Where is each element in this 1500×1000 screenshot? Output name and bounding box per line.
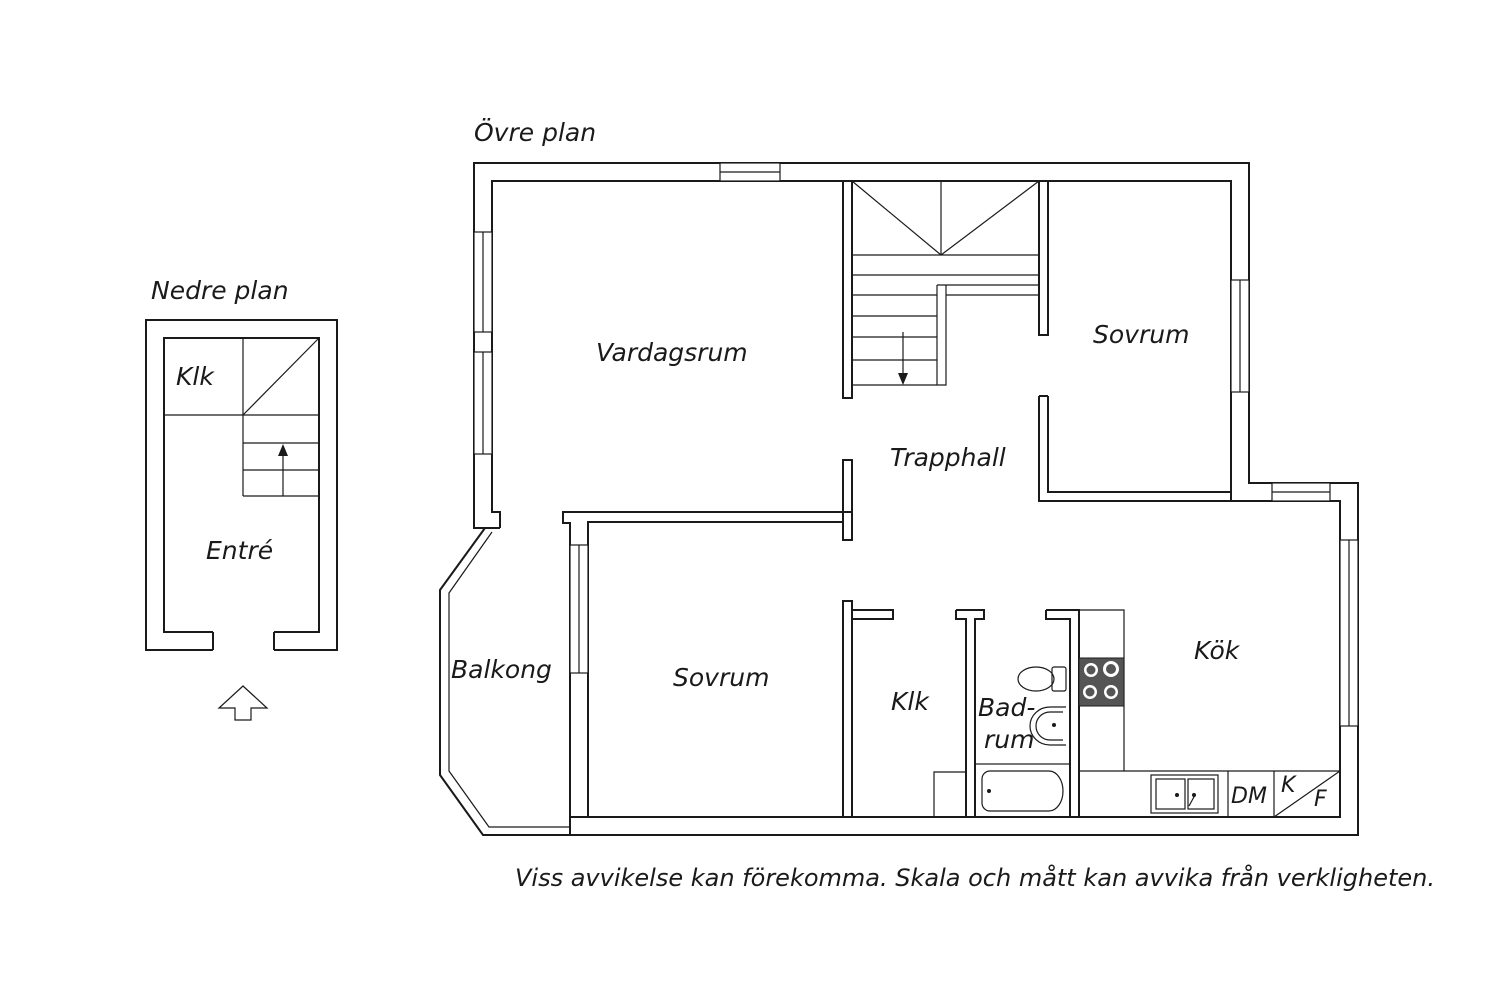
toilet-icon xyxy=(1017,666,1067,692)
lower-plan-walls xyxy=(145,319,338,651)
room-sovrum-lower-left: Sovrum xyxy=(673,663,769,692)
lower-room-klk: Klk xyxy=(176,362,215,391)
appliance-dm: DM xyxy=(1231,784,1267,809)
room-badrum-line2: rum xyxy=(984,725,1034,754)
stove-icon xyxy=(1078,657,1125,707)
upper-plan: Övre plan xyxy=(439,118,1359,836)
upper-stairs xyxy=(851,180,1040,386)
room-trapphall: Trapphall xyxy=(890,443,1006,472)
room-kok: Kök xyxy=(1194,636,1241,665)
stair-arrow-icon xyxy=(278,444,288,496)
washbasin-icon xyxy=(1029,706,1066,746)
lower-stairs xyxy=(164,337,320,497)
bathtub-icon xyxy=(974,763,1071,818)
windows xyxy=(473,162,1359,727)
lower-plan-title: Nedre plan xyxy=(151,276,289,305)
room-vardagsrum: Vardagsrum xyxy=(596,338,748,367)
exterior-walls xyxy=(473,162,1359,836)
appliance-k: K xyxy=(1281,773,1297,798)
interior-walls xyxy=(562,180,1231,835)
room-badrum-line1: Bad- xyxy=(978,693,1035,722)
room-balkong: Balkong xyxy=(451,655,552,684)
appliance-f: F xyxy=(1314,787,1327,812)
disclaimer-text: Viss avvikelse kan förekomma. Skala och … xyxy=(515,863,1435,892)
lower-plan: Nedre plan Klk Entré xyxy=(145,276,338,721)
room-sovrum-upper-right: Sovrum xyxy=(1093,320,1189,349)
room-klk: Klk xyxy=(891,687,930,716)
upper-plan-title: Övre plan xyxy=(474,118,596,147)
entrance-arrow-icon xyxy=(217,685,269,721)
balcony-outline xyxy=(439,527,570,836)
appliance-slots xyxy=(1227,770,1341,818)
lower-room-entre: Entré xyxy=(206,536,273,565)
stair-arrow-icon xyxy=(898,332,908,385)
sink-icon xyxy=(1150,774,1219,814)
